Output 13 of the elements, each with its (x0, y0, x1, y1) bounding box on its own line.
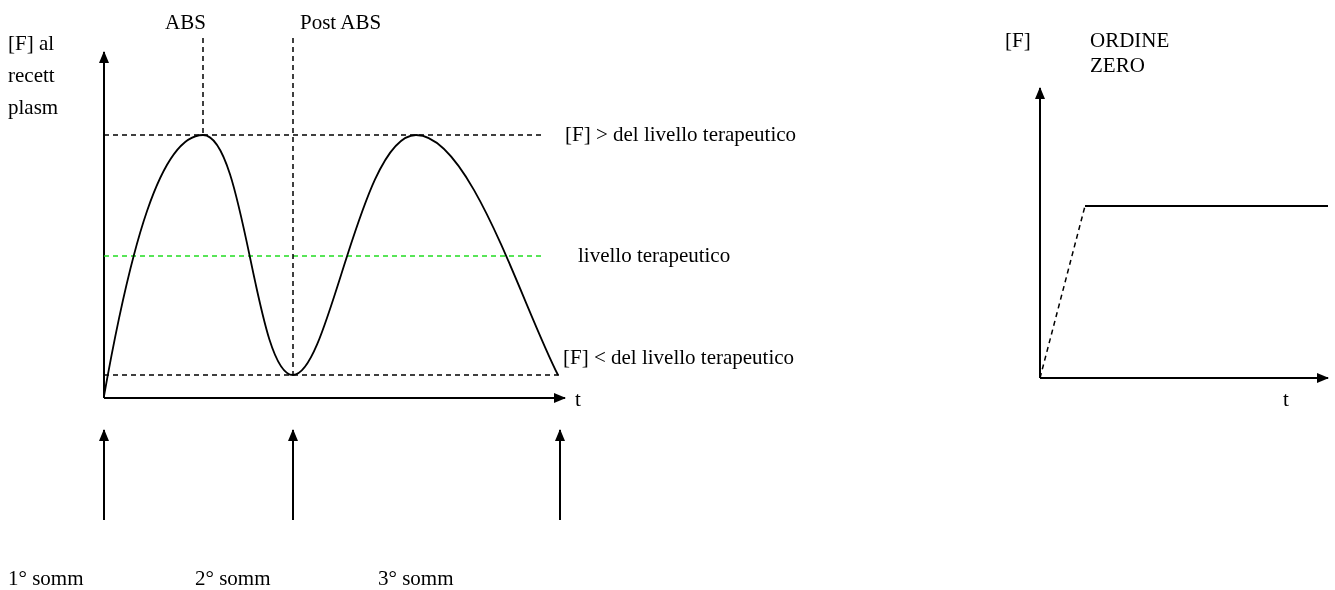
axis-title: [F] (1005, 28, 1031, 53)
peak-label: Post ABS (300, 10, 382, 35)
axis-label: t (575, 387, 581, 412)
dose-label: 3° somm (378, 566, 454, 590)
dose-label: 1° somm (8, 566, 84, 590)
chart-title: ORDINE ZERO (1090, 28, 1171, 78)
level-label: livello terapeutico (578, 243, 731, 268)
peak-label: ABS (165, 10, 206, 35)
dose-label: 2° somm (195, 566, 271, 590)
axis-title: [F] al recett plasm (8, 30, 60, 121)
level-label: [F] < del livello terapeutico (563, 345, 795, 370)
level-label: [F] > del livello terapeutico (565, 122, 797, 147)
axis-label: t (1283, 387, 1289, 412)
